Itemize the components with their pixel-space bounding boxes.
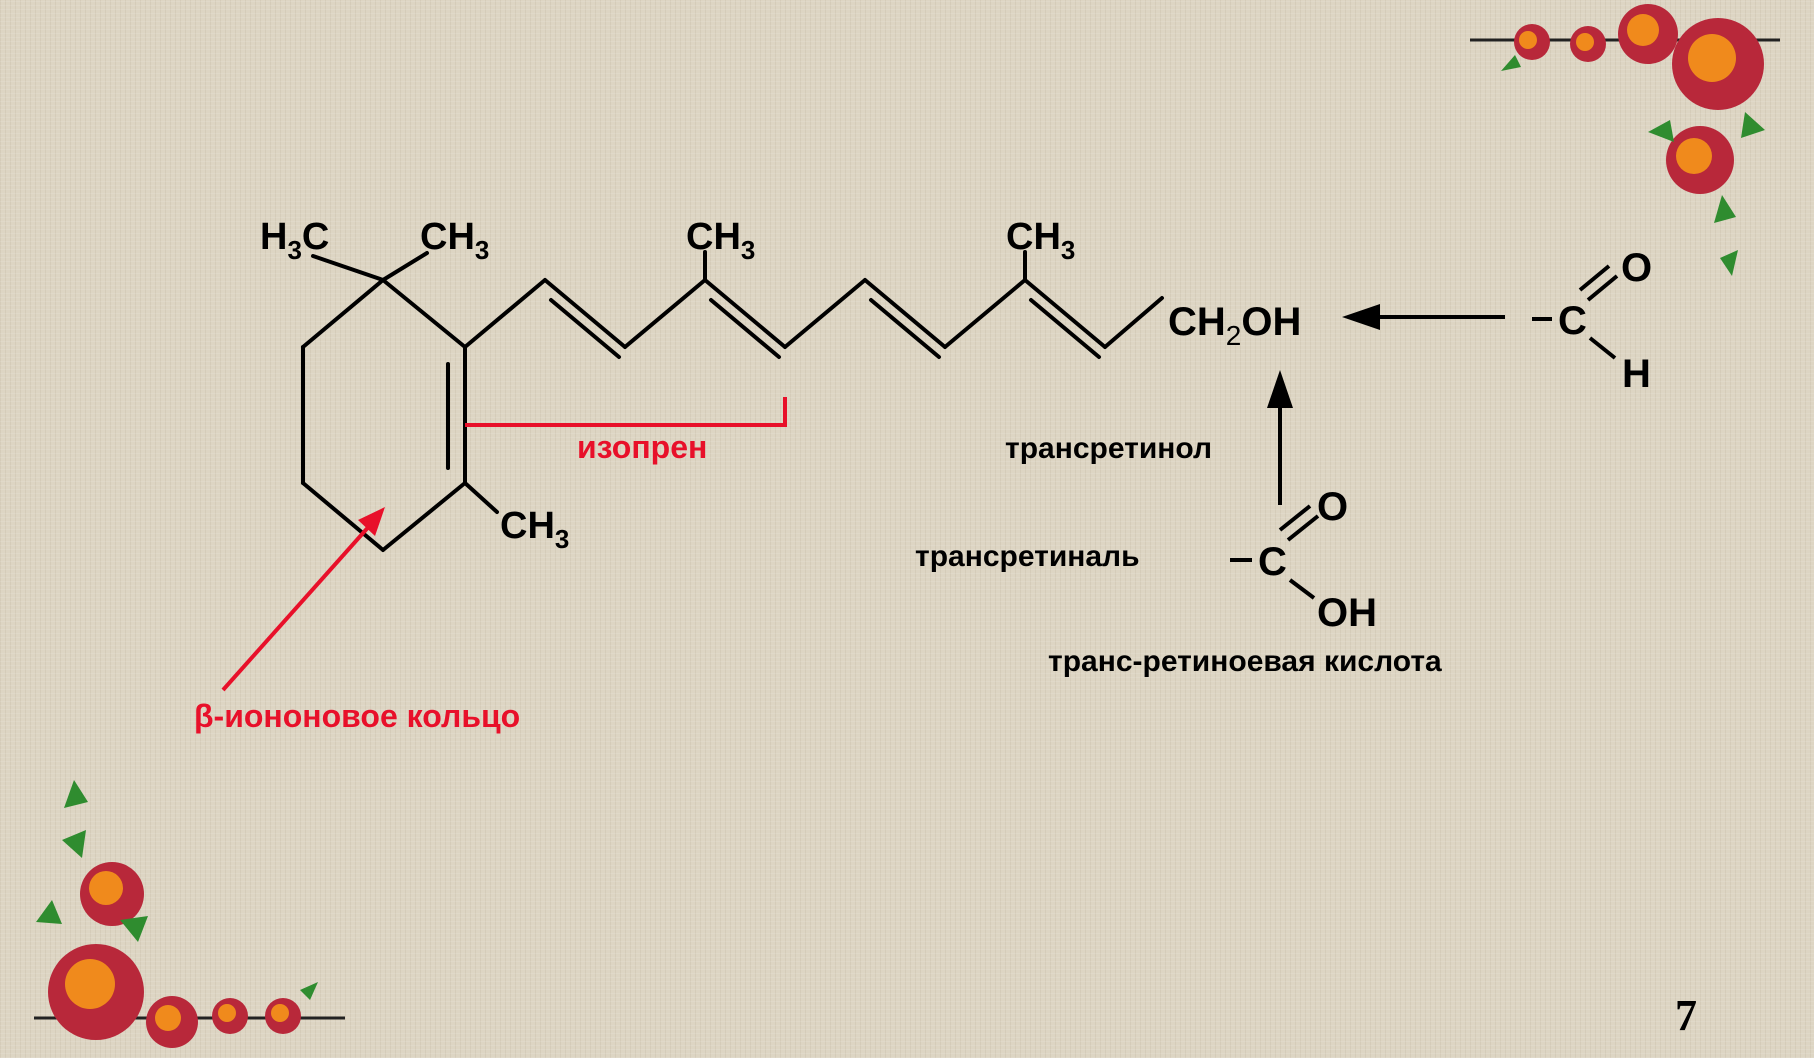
retinal-label: трансретиналь [915,540,1140,573]
ch3-group-ring-bottom: CH3 [500,505,569,554]
corner-ornament-top-right [1470,4,1780,276]
ionone-ring-label: β-иононовое кольцо [194,698,520,734]
ch3-group-ring-top: CH3 [420,216,489,265]
aldehyde-to-alcohol-arrow [1342,304,1505,330]
carboxyl-group [1230,504,1320,600]
retinol-label: трансретинол [1005,432,1212,465]
ch3-group-chain-1: CH3 [686,216,755,265]
beta-ionone-ring [301,251,499,552]
acid-hydroxyl: OH [1317,591,1377,635]
polyene-chain [463,250,1164,359]
h3c-group-left: H3C [260,216,329,265]
acid-oxygen: O [1317,485,1348,529]
page-number: 7 [1675,991,1697,1040]
aldehyde-group [1532,264,1619,360]
acid-carbon: C [1258,540,1287,584]
aldehyde-oxygen: O [1621,246,1652,290]
ch3-group-chain-2: CH3 [1006,216,1075,265]
aldehyde-hydrogen: H [1622,352,1651,396]
ch2oh-group: CH2OH [1168,300,1301,351]
isoprene-label: изопрен [577,429,707,465]
isoprene-bracket [465,397,787,427]
acid-to-alcohol-arrow [1267,370,1293,505]
retinoic-acid-label: транс-ретиноевая кислота [1048,645,1442,678]
aldehyde-carbon: C [1558,299,1587,343]
ionone-ring-arrow [221,507,385,692]
corner-ornament-bottom-left [34,780,345,1048]
